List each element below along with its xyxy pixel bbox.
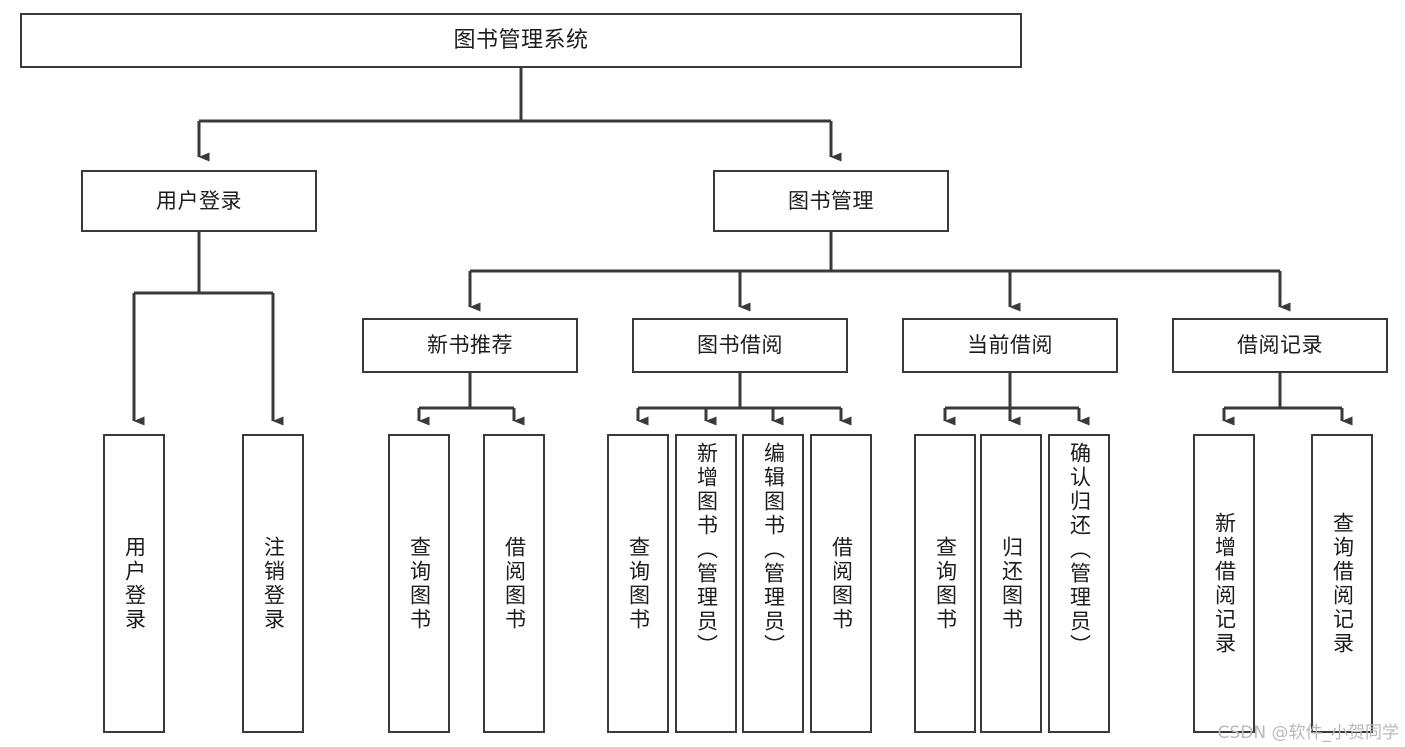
node-label: 确认归还（管理员） [1067, 442, 1092, 658]
node-label: 当前借阅 [967, 333, 1053, 358]
node-label: 借阅图书 [502, 535, 527, 632]
leaf-borrow-record-query[interactable]: 查询借阅记录 [1311, 434, 1373, 733]
node-label: 新书推荐 [427, 333, 513, 358]
node-book-borrow[interactable]: 图书借阅 [632, 318, 848, 373]
node-label: 新增图书（管理员） [694, 442, 719, 658]
node-label: 查询图书 [407, 535, 432, 632]
node-label: 图书管理 [788, 188, 874, 213]
leaf-user-login-login[interactable]: 用户登录 [103, 434, 165, 733]
leaf-new-book-query[interactable]: 查询图书 [388, 434, 450, 733]
node-label: 图书借阅 [697, 333, 783, 358]
node-label: 查询借阅记录 [1330, 511, 1355, 656]
node-label: 用户登录 [122, 535, 147, 632]
node-user-login[interactable]: 用户登录 [81, 170, 317, 232]
leaf-book-borrow-query[interactable]: 查询图书 [607, 434, 669, 733]
node-current-borrow[interactable]: 当前借阅 [902, 318, 1118, 373]
node-label: 借阅图书 [829, 535, 854, 632]
leaf-borrow-record-add[interactable]: 新增借阅记录 [1193, 434, 1255, 733]
node-label: 查询图书 [626, 535, 651, 632]
node-label: 用户登录 [156, 188, 242, 213]
node-label: 注销登录 [261, 535, 286, 632]
node-new-book-recommend[interactable]: 新书推荐 [362, 318, 578, 373]
csdn-watermark: CSDN @软件_小贺同学 [1217, 723, 1399, 743]
node-book-management[interactable]: 图书管理 [713, 170, 949, 232]
node-root-system[interactable]: 图书管理系统 [20, 13, 1022, 68]
node-label: 编辑图书（管理员） [761, 442, 786, 658]
leaf-current-borrow-query[interactable]: 查询图书 [914, 434, 976, 733]
leaf-book-borrow-edit[interactable]: 编辑图书（管理员） [742, 434, 804, 733]
leaf-new-book-borrow[interactable]: 借阅图书 [483, 434, 545, 733]
node-label: 借阅记录 [1237, 333, 1323, 358]
node-borrow-record[interactable]: 借阅记录 [1172, 318, 1388, 373]
leaf-user-login-logout[interactable]: 注销登录 [242, 434, 304, 733]
node-label: 查询图书 [933, 535, 958, 632]
leaf-current-borrow-confirm-return[interactable]: 确认归还（管理员） [1048, 434, 1110, 733]
leaf-book-borrow-add[interactable]: 新增图书（管理员） [675, 434, 737, 733]
leaf-current-borrow-return[interactable]: 归还图书 [980, 434, 1042, 733]
leaf-book-borrow-borrow[interactable]: 借阅图书 [810, 434, 872, 733]
node-label: 归还图书 [999, 535, 1024, 632]
node-label: 新增借阅记录 [1212, 511, 1237, 656]
node-label: 图书管理系统 [453, 27, 589, 53]
